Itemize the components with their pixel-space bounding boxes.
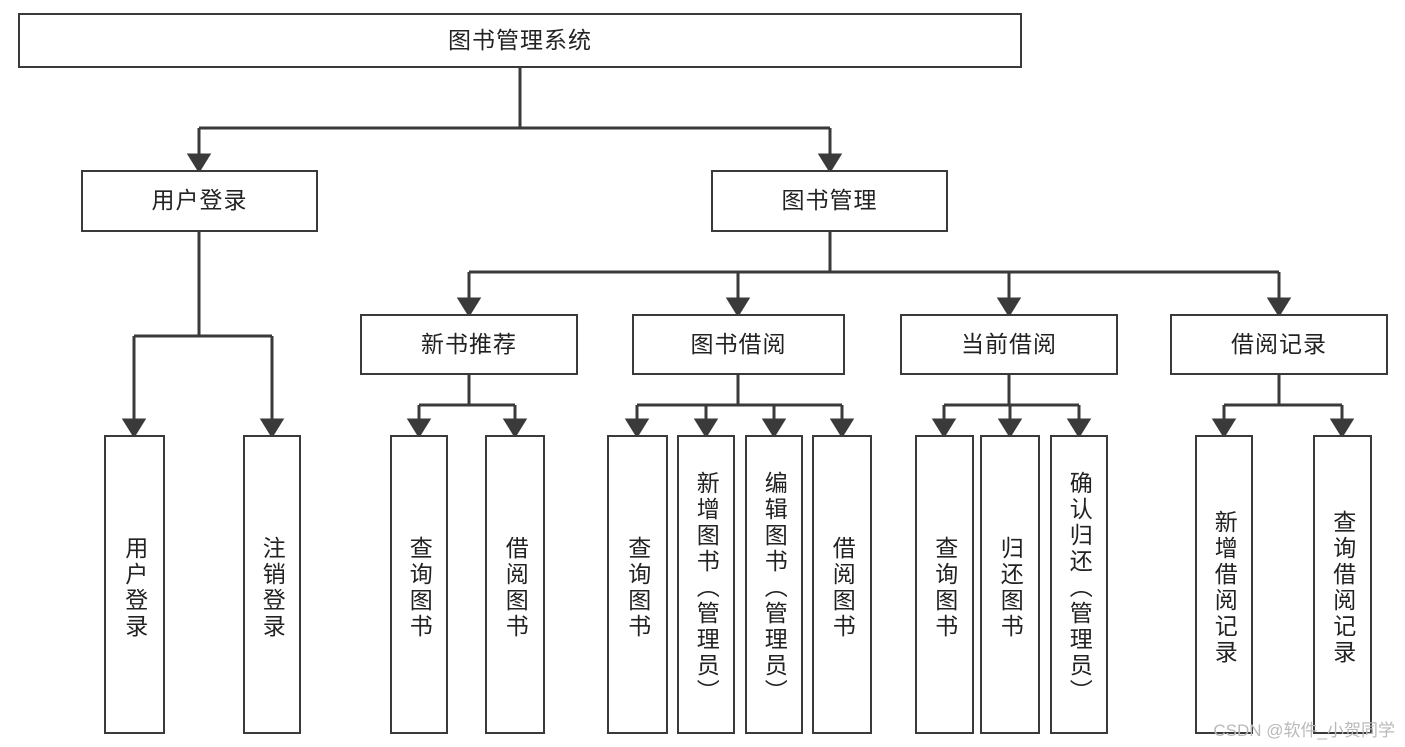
node-book-borrow[interactable]: 图书借阅 — [632, 314, 845, 375]
node-leaf-query-book-borrow-label: 查询图书 — [624, 535, 651, 640]
node-leaf-edit-book-label: 编辑图书（管理员） — [761, 470, 788, 705]
node-leaf-user-login-label: 用户登录 — [121, 535, 148, 640]
node-leaf-query-book-recommend-label: 查询图书 — [406, 535, 433, 640]
node-leaf-add-borrow-record-label: 新增借阅记录 — [1211, 509, 1238, 666]
node-leaf-return-book-label: 归还图书 — [997, 535, 1024, 640]
node-leaf-query-book-recommend[interactable]: 查询图书 — [390, 435, 448, 734]
node-root[interactable]: 图书管理系统 — [18, 13, 1022, 68]
node-leaf-borrow-book-label: 借阅图书 — [829, 535, 856, 640]
node-root-label: 图书管理系统 — [448, 26, 592, 53]
node-borrow-record-label: 借阅记录 — [1231, 330, 1327, 357]
node-new-book-recommend-label: 新书推荐 — [421, 330, 517, 357]
node-leaf-borrow-book-recommend[interactable]: 借阅图书 — [485, 435, 545, 734]
node-current-borrow-label: 当前借阅 — [961, 330, 1057, 357]
node-leaf-edit-book[interactable]: 编辑图书（管理员） — [745, 435, 803, 734]
node-leaf-add-book[interactable]: 新增图书（管理员） — [677, 435, 735, 734]
node-leaf-borrow-book[interactable]: 借阅图书 — [812, 435, 872, 734]
csdn-watermark: CSDN @软件_小贺同学 — [1213, 721, 1395, 740]
node-current-borrow[interactable]: 当前借阅 — [900, 314, 1118, 375]
node-leaf-user-logout-label: 注销登录 — [259, 535, 286, 640]
node-leaf-user-login[interactable]: 用户登录 — [104, 435, 165, 734]
node-user-login[interactable]: 用户登录 — [81, 170, 318, 232]
node-user-login-label: 用户登录 — [151, 187, 248, 214]
node-leaf-add-book-label: 新增图书（管理员） — [693, 470, 720, 705]
node-new-book-recommend[interactable]: 新书推荐 — [360, 314, 578, 375]
node-leaf-user-logout[interactable]: 注销登录 — [243, 435, 301, 734]
node-leaf-query-book-current-label: 查询图书 — [931, 535, 958, 640]
node-leaf-confirm-return[interactable]: 确认归还（管理员） — [1050, 435, 1108, 734]
node-leaf-query-book-current[interactable]: 查询图书 — [915, 435, 974, 734]
node-leaf-add-borrow-record[interactable]: 新增借阅记录 — [1195, 435, 1253, 734]
node-leaf-query-book-borrow[interactable]: 查询图书 — [607, 435, 668, 734]
node-leaf-query-borrow-record-label: 查询借阅记录 — [1329, 509, 1356, 666]
node-leaf-query-borrow-record[interactable]: 查询借阅记录 — [1313, 435, 1372, 734]
node-book-manage[interactable]: 图书管理 — [711, 170, 948, 232]
node-book-manage-label: 图书管理 — [781, 187, 878, 214]
node-book-borrow-label: 图书借阅 — [690, 330, 787, 357]
node-borrow-record[interactable]: 借阅记录 — [1170, 314, 1388, 375]
node-leaf-borrow-book-recommend-label: 借阅图书 — [502, 535, 529, 640]
node-leaf-confirm-return-label: 确认归还（管理员） — [1066, 470, 1093, 705]
node-leaf-return-book[interactable]: 归还图书 — [980, 435, 1040, 734]
